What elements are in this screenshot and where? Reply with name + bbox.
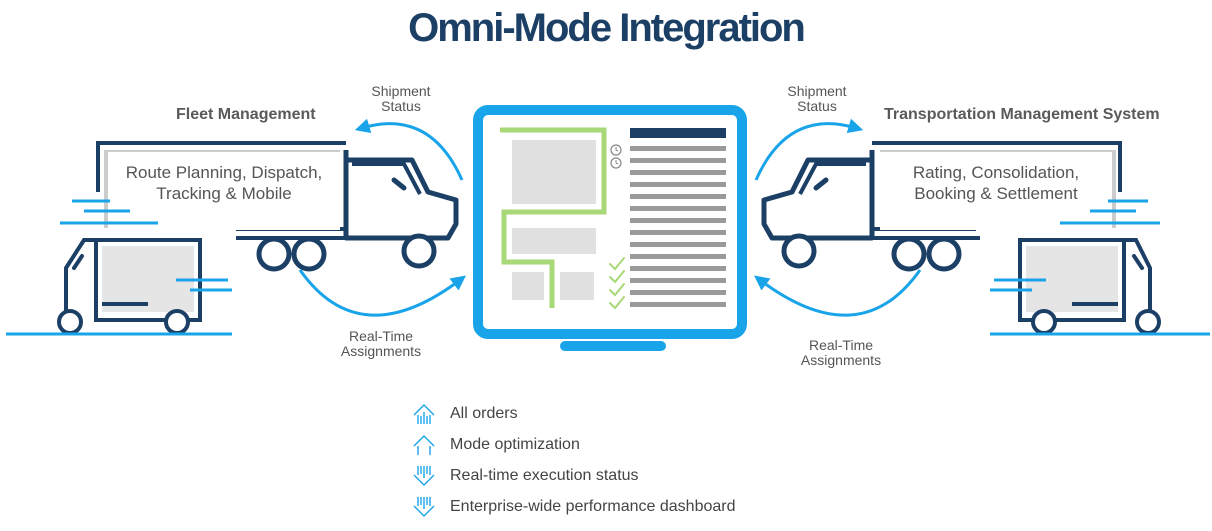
fleet-management-truck <box>60 141 459 272</box>
benefits-legend: All orders Mode optimization Real-time e… <box>412 400 735 524</box>
fleet-management-heading: Fleet Management <box>176 106 316 123</box>
right-top-arrow <box>754 118 864 181</box>
arrow-down-icon <box>413 496 435 517</box>
legend-label: Mode optimization <box>450 435 580 453</box>
tms-box-text: Rating, Consolidation, Booking & Settlem… <box>912 163 1080 203</box>
arrow-up-icon <box>413 434 435 455</box>
page-title: Omni-Mode Integration <box>408 6 806 50</box>
left-shipment-status-label: Shipment Status <box>371 83 431 114</box>
arrow-down-icon <box>413 465 435 486</box>
legend-label: Real-time execution status <box>450 466 639 484</box>
legend-item: Enterprise-wide performance dashboard <box>412 493 735 520</box>
tms-truck <box>761 141 1160 272</box>
tms-heading: Transportation Management System <box>884 106 1160 123</box>
legend-label: Enterprise-wide performance dashboard <box>450 497 736 515</box>
right-shipment-status-label: Shipment Status <box>787 83 847 114</box>
fleet-management-box-text: Route Planning, Dispatch, Tracking & Mob… <box>125 163 323 203</box>
legend-item: Mode optimization <box>412 431 735 458</box>
right-real-time-assignments-label: Real-Time Assignments <box>800 337 882 368</box>
right-delivery-van <box>990 238 1210 336</box>
legend-item: All orders <box>412 400 735 427</box>
monitor <box>473 105 747 351</box>
legend-label: All orders <box>450 404 518 422</box>
legend-item: Real-time execution status <box>412 462 735 489</box>
arrow-up-icon <box>413 403 435 424</box>
left-top-arrow <box>354 118 464 181</box>
left-real-time-assignments-label: Real-Time Assignments <box>340 328 422 359</box>
right-bottom-arrow <box>753 269 922 317</box>
left-delivery-van <box>6 238 232 336</box>
left-bottom-arrow <box>298 269 467 317</box>
